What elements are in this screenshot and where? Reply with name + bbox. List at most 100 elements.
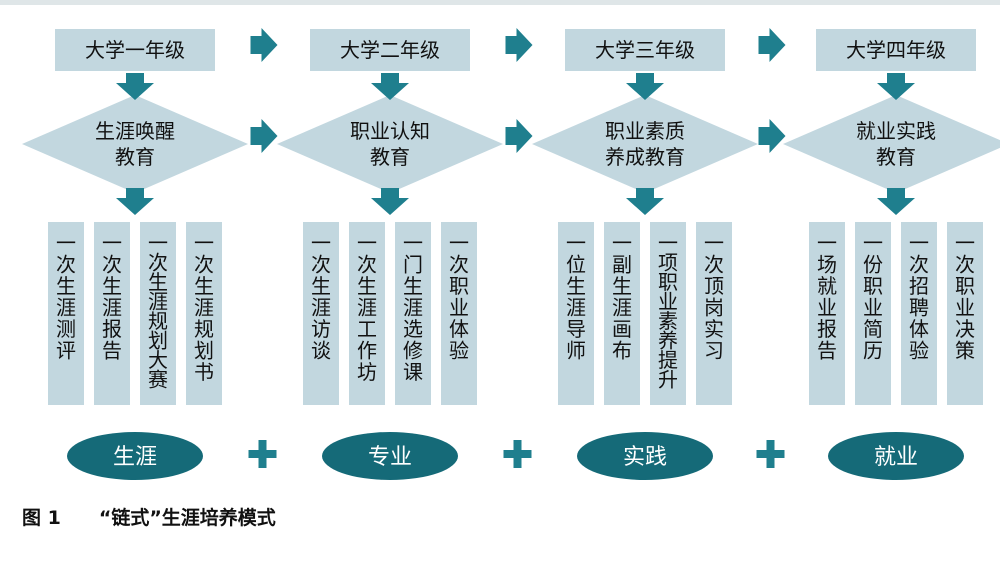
year-box [310, 29, 470, 71]
activity-char: 场 [817, 253, 837, 277]
activity-char: 次 [357, 253, 377, 277]
activity-char: 一 [148, 231, 168, 255]
activity-char: 涯 [357, 296, 377, 320]
activity-char: 涯 [566, 296, 586, 320]
activity-column [349, 222, 385, 405]
activity-char: 一 [955, 231, 975, 255]
activity-char: 业 [817, 296, 837, 320]
activity-char: 选 [403, 317, 423, 341]
outcome-label: 实践 [623, 445, 667, 470]
year-label: 大学四年级 [846, 38, 946, 62]
activity-char: 访 [311, 317, 331, 341]
activity-char: 师 [566, 339, 586, 363]
education-label-line: 职业认知 [350, 119, 430, 143]
activity-char: 课 [403, 360, 423, 384]
activity-char: 涯 [102, 296, 122, 320]
activity-char: 门 [403, 253, 423, 277]
activity-column [696, 222, 732, 405]
activity-char: 次 [56, 253, 76, 277]
activity-char: 提 [658, 348, 678, 372]
activity-char: 涯 [403, 296, 423, 320]
down-arrow-icon [877, 188, 915, 215]
activity-char: 职 [863, 274, 883, 298]
activity-char: 升 [658, 368, 678, 392]
activity-char: 习 [704, 339, 724, 363]
top-border-strip [0, 0, 1000, 5]
down-arrow-icon [626, 188, 664, 215]
activity-char: 一 [612, 231, 632, 255]
plus-icon [258, 440, 267, 468]
stage-3: 大学三年级职业素质养成教育一位生涯导师一副生涯画布一项职业素养提升一次顶岗实习实… [532, 29, 758, 480]
education-label-line: 养成教育 [605, 145, 685, 169]
activity-char: 一 [357, 231, 377, 255]
activity-char: 赛 [148, 368, 168, 392]
activity-char: 招 [909, 274, 929, 298]
activity-char: 业 [955, 296, 975, 320]
year-box [565, 29, 725, 71]
activity-char: 简 [863, 317, 883, 341]
activity-char: 生 [357, 274, 377, 298]
education-diamond [22, 95, 248, 193]
activity-char: 划 [194, 339, 214, 363]
activity-char: 导 [566, 317, 586, 341]
activity-char: 体 [909, 317, 929, 341]
activity-char: 生 [311, 274, 331, 298]
activity-char: 次 [194, 253, 214, 277]
outcome-oval [67, 432, 203, 480]
activity-char: 次 [148, 251, 168, 275]
activity-char: 一 [909, 231, 929, 255]
education-label-line: 职业素质 [605, 119, 685, 143]
activity-char: 涯 [612, 296, 632, 320]
activity-char: 一 [449, 231, 469, 255]
activity-char: 实 [704, 317, 724, 341]
activity-char: 大 [148, 348, 168, 372]
plus-icon [766, 440, 775, 468]
activity-char: 一 [704, 231, 724, 255]
activity-char: 就 [817, 274, 837, 298]
activity-char: 一 [863, 231, 883, 255]
activity-column [855, 222, 891, 405]
activity-char: 生 [403, 274, 423, 298]
activity-char: 一 [403, 231, 423, 255]
activity-char: 规 [194, 317, 214, 341]
activity-char: 告 [817, 339, 837, 363]
activity-char: 一 [817, 231, 837, 255]
activity-char: 业 [449, 296, 469, 320]
activity-column [48, 222, 84, 405]
right-arrow-icon [758, 28, 786, 62]
activity-char: 职 [658, 270, 678, 294]
education-label-line: 教育 [115, 145, 155, 169]
activity-column [901, 222, 937, 405]
activity-char: 验 [909, 339, 929, 363]
activity-char: 涯 [311, 296, 331, 320]
activity-char: 报 [817, 317, 837, 341]
activity-char: 聘 [909, 296, 929, 320]
activity-column [94, 222, 130, 405]
activity-char: 一 [56, 231, 76, 255]
activity-char: 项 [658, 251, 678, 275]
activity-char: 验 [449, 339, 469, 363]
activity-char: 坊 [357, 360, 377, 384]
plus-icon [513, 440, 522, 468]
activity-char: 生 [56, 274, 76, 298]
right-arrow-icon [250, 28, 278, 62]
outcome-label: 生涯 [113, 445, 157, 470]
activity-char: 决 [955, 317, 975, 341]
activity-char: 修 [403, 339, 423, 363]
activity-char: 次 [909, 253, 929, 277]
right-arrow-icon [505, 119, 533, 153]
activity-char: 报 [102, 317, 122, 341]
activity-char: 一 [194, 231, 214, 255]
right-arrow-icon [250, 119, 278, 153]
activity-char: 谈 [311, 339, 331, 363]
down-arrow-icon [626, 73, 664, 100]
activity-char: 一 [102, 231, 122, 255]
activity-char: 顶 [704, 274, 724, 298]
right-arrow-icon [758, 119, 786, 153]
activity-char: 生 [102, 274, 122, 298]
activity-char: 岗 [704, 296, 724, 320]
activity-char: 涯 [56, 296, 76, 320]
